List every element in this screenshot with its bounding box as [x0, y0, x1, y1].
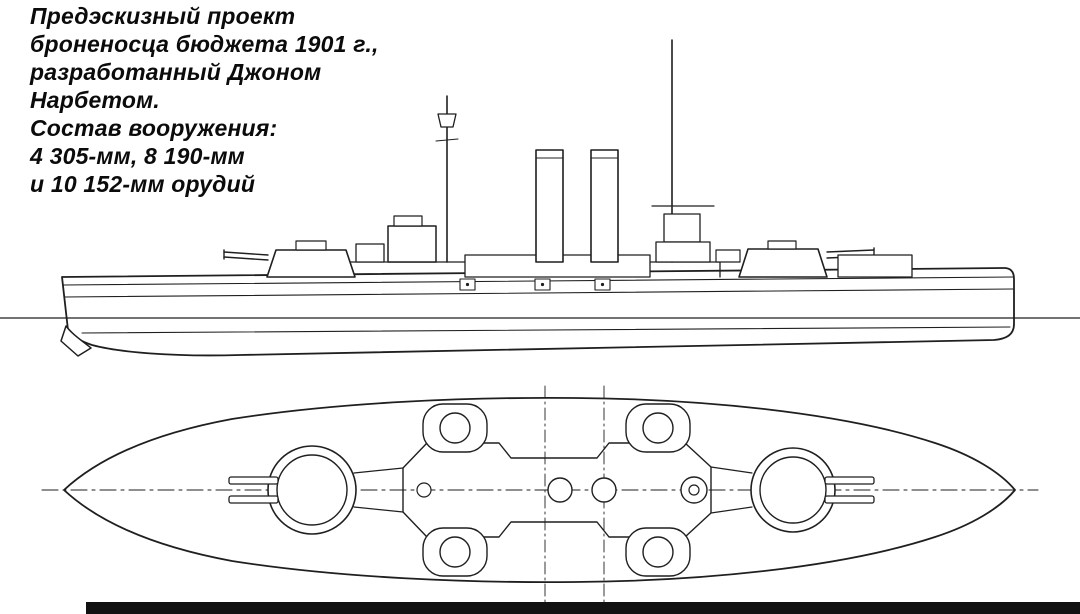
fore-funnel: [535, 149, 564, 263]
caption-line-1: Предэскизный проект: [30, 3, 296, 29]
aft-hatch-inner-plan: [688, 484, 700, 496]
aft-rangefinder: [767, 240, 797, 250]
ram-bow: [60, 325, 92, 357]
forward-deckhouse: [355, 243, 385, 263]
forward-gun-barrel: [223, 251, 269, 256]
caption-line-3: разработанный Джоном: [30, 59, 322, 85]
aft-small-deckhouse: [715, 249, 741, 263]
forward-main-turret: [266, 249, 356, 278]
aft-deckhouse: [837, 254, 913, 278]
forward-barrel-plan: [228, 476, 279, 485]
aft-barbette-plan: [750, 447, 836, 533]
aft-barrel-plan: [824, 495, 875, 504]
caption-block: Предэскизный проект броненосца бюджета 1…: [30, 2, 490, 198]
plan-view-drawing: [41, 385, 1039, 607]
forward-turret-plan: [276, 454, 348, 526]
aft-turret-plan: [759, 456, 827, 524]
aft-gun-barrel: [826, 249, 875, 253]
caption-line-7: и 10 152-мм орудий: [30, 171, 256, 197]
foremast-fighting-top: [437, 113, 457, 128]
caption-line-6: 4 305-мм, 8 190-мм: [30, 143, 245, 169]
caption-line-4: Нарбетом.: [30, 87, 160, 113]
boot-top-line: [81, 326, 1011, 334]
caption-line-2: броненосца бюджета 1901 г.,: [30, 31, 379, 57]
aft-funnel-plan: [591, 477, 617, 503]
wing-turrets-190mm: [422, 403, 691, 577]
conning-tower-plan: [416, 482, 432, 498]
aft-funnel: [590, 149, 619, 263]
fore-funnel-plan: [547, 477, 573, 503]
aft-hatch-plan: [680, 476, 708, 504]
forward-gun-barrel: [223, 256, 269, 261]
forward-barrel-plan: [228, 495, 279, 504]
mainmast-top-structure: [663, 213, 701, 243]
forward-barbette-plan: [267, 445, 357, 535]
redoubt-transition: [353, 467, 404, 474]
belt-top-line: [63, 288, 1014, 298]
caption-line-5: Состав вооружения:: [30, 115, 278, 141]
bridge-top: [393, 215, 423, 227]
redoubt-transition: [353, 506, 404, 513]
redoubt-transition: [710, 506, 753, 514]
scan-edge-bar: [86, 602, 1080, 614]
mainmast-base-structure: [655, 241, 711, 263]
foremast-yard: [435, 138, 459, 142]
redoubt-transition: [710, 466, 753, 474]
casemate-ports: [459, 278, 611, 291]
forward-rangefinder: [295, 240, 327, 251]
side-profile-drawing: [0, 39, 1080, 357]
bridge-tower: [387, 225, 437, 263]
aft-barrel-plan: [824, 476, 875, 485]
aft-main-turret: [738, 248, 828, 278]
